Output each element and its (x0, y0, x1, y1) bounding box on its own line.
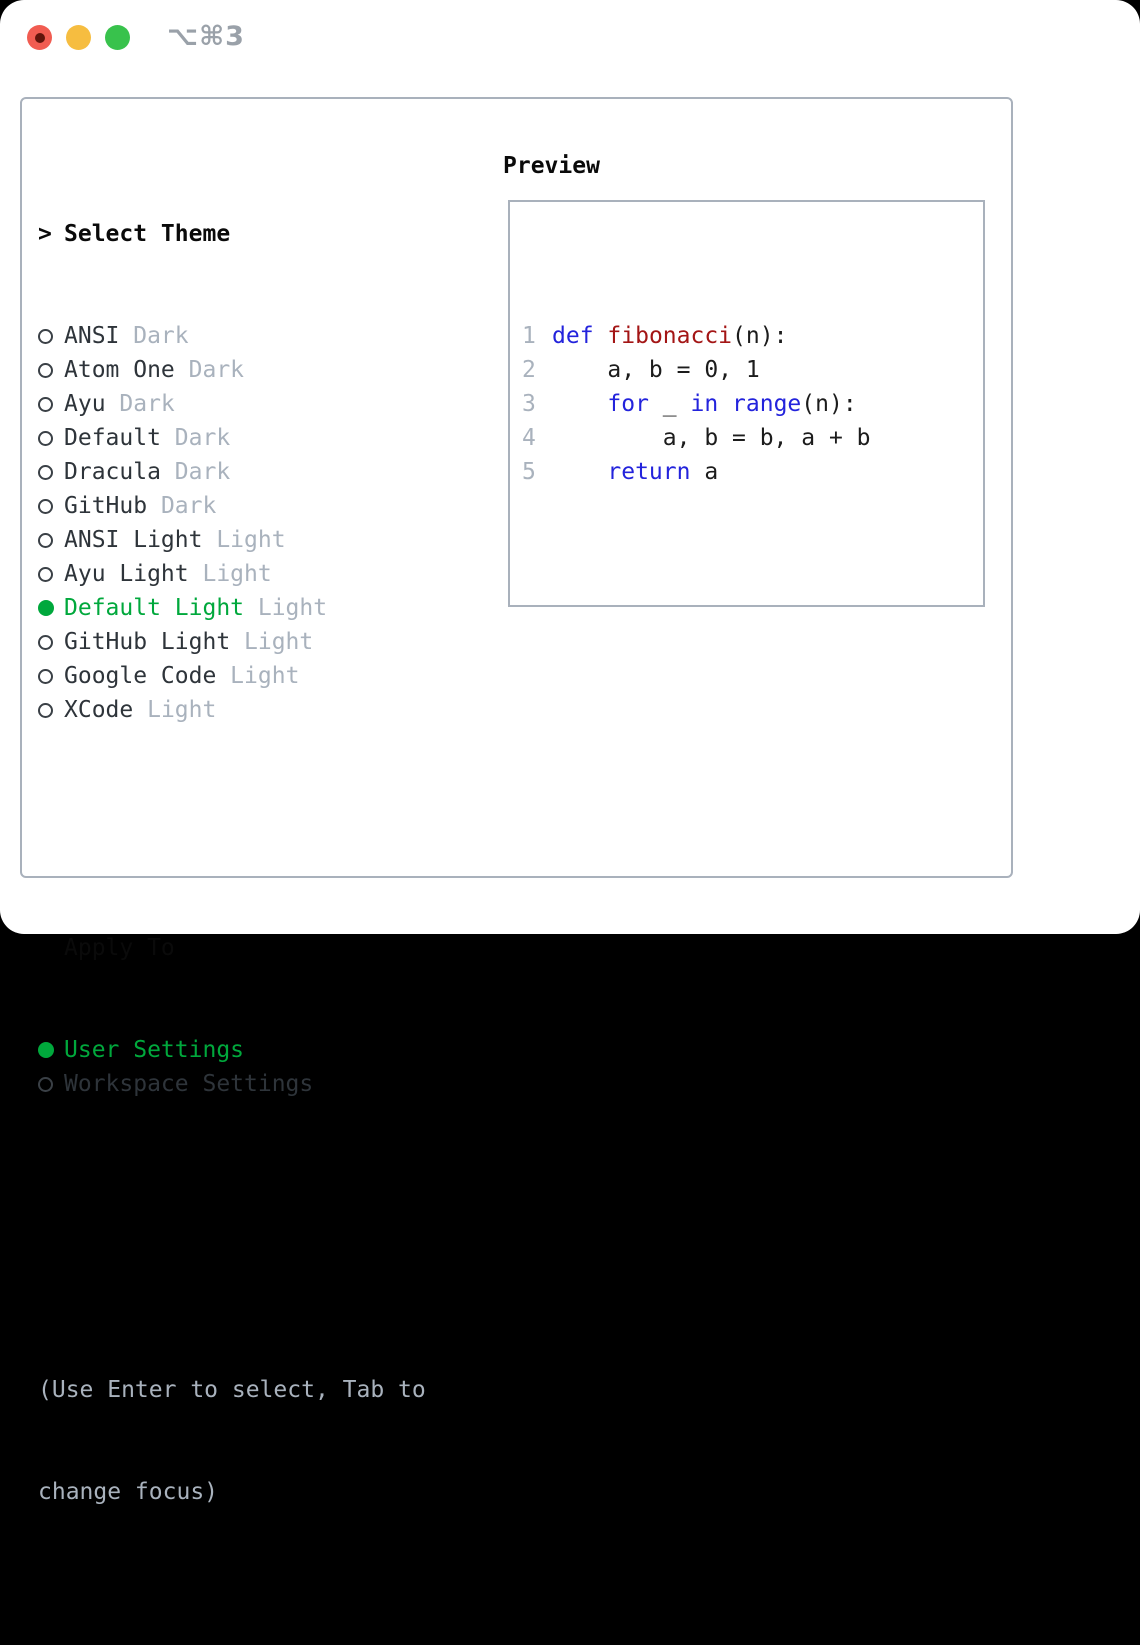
option-label: GitHub (64, 493, 148, 519)
preview-line: 4 a, b = b, a + b (522, 421, 983, 455)
option-label: ANSI (64, 323, 120, 349)
apply-to-option[interactable]: Workspace Settings (38, 1067, 483, 1101)
radio-icon (38, 430, 64, 446)
option-label: Workspace Settings (64, 1071, 314, 1097)
variant-tag: Dark (174, 357, 245, 383)
option-label: Default Light (64, 595, 245, 621)
radio-selected-icon (38, 1042, 64, 1058)
keyboard-hint: (Use Enter to select, Tab to change focu… (38, 1305, 483, 1577)
variant-tag: Dark (105, 391, 175, 417)
radio-icon (38, 702, 64, 718)
variant-tag: Light (188, 561, 272, 587)
hint-line: (Use Enter to select, Tab to (38, 1377, 426, 1403)
radio-icon (38, 396, 64, 412)
variant-tag: Light (244, 595, 328, 621)
option-label: Dracula (64, 459, 161, 485)
option-label: Default (64, 425, 161, 451)
line-number: 2 (522, 357, 536, 383)
option-label: Atom One (64, 357, 175, 383)
window-title: ⌥⌘3 (167, 21, 245, 52)
theme-option[interactable]: Ayu Dark (38, 387, 483, 421)
radio-icon (38, 566, 64, 582)
theme-option[interactable]: Atom One Dark (38, 353, 483, 387)
radio-icon (38, 532, 64, 548)
radio-icon (38, 1076, 64, 1092)
radio-icon (38, 634, 64, 650)
apply-to-option[interactable]: User Settings (38, 1033, 483, 1067)
minimize-button[interactable] (66, 25, 91, 50)
preview-line: 2 a, b = 0, 1 (522, 353, 983, 387)
radio-icon (38, 668, 64, 684)
theme-option[interactable]: XCode Light (38, 693, 483, 727)
variant-tag: Light (202, 527, 286, 553)
option-label: GitHub Light (64, 629, 231, 655)
variant-tag: Light (133, 697, 217, 723)
line-number: 3 (522, 391, 536, 417)
option-label: User Settings (64, 1037, 245, 1063)
apply-to-title: Apply To (64, 935, 175, 961)
option-label: XCode (64, 697, 134, 723)
preview-line: 3 for _ in range(n): (522, 387, 983, 421)
line-number: 4 (522, 425, 536, 451)
variant-tag: Dark (119, 323, 189, 349)
option-label: ANSI Light (64, 527, 203, 553)
option-label: Ayu (64, 391, 106, 417)
theme-option[interactable]: ANSI Dark (38, 319, 483, 353)
theme-option[interactable]: Default Light Light (38, 591, 483, 625)
theme-option[interactable]: ANSI Light Light (38, 523, 483, 557)
variant-tag: Light (230, 629, 314, 655)
theme-option[interactable]: Ayu Light Light (38, 557, 483, 591)
theme-option[interactable]: Dracula Dark (38, 455, 483, 489)
radio-icon (38, 362, 64, 378)
variant-tag: Dark (147, 493, 217, 519)
apply-to-header: Apply To (38, 931, 483, 965)
theme-option[interactable]: GitHub Light Light (38, 625, 483, 659)
theme-menu-title: Select Theme (64, 221, 231, 247)
theme-menu-header: > Select Theme (38, 217, 483, 251)
line-number: 1 (522, 323, 536, 349)
preview-blank-line (522, 557, 983, 591)
theme-option[interactable]: Default Dark (38, 421, 483, 455)
window-controls (27, 25, 130, 50)
preview-title: Preview (503, 153, 600, 179)
variant-tag: Light (216, 663, 300, 689)
preview-line: 5 return a (522, 455, 983, 489)
variant-tag: Dark (160, 459, 231, 485)
radio-icon (38, 464, 64, 480)
option-label: Google Code (64, 663, 217, 689)
hint-line: change focus) (38, 1479, 219, 1505)
option-label: Ayu Light (64, 561, 189, 587)
radio-icon (38, 328, 64, 344)
line-number: 5 (522, 459, 536, 485)
variant-tag: Dark (160, 425, 231, 451)
radio-icon (38, 498, 64, 514)
close-button[interactable] (27, 25, 52, 50)
zoom-button[interactable] (105, 25, 130, 50)
theme-option[interactable]: GitHub Dark (38, 489, 483, 523)
theme-option[interactable]: Google Code Light (38, 659, 483, 693)
radio-selected-icon (38, 600, 64, 616)
focus-caret-icon: > (38, 221, 52, 247)
